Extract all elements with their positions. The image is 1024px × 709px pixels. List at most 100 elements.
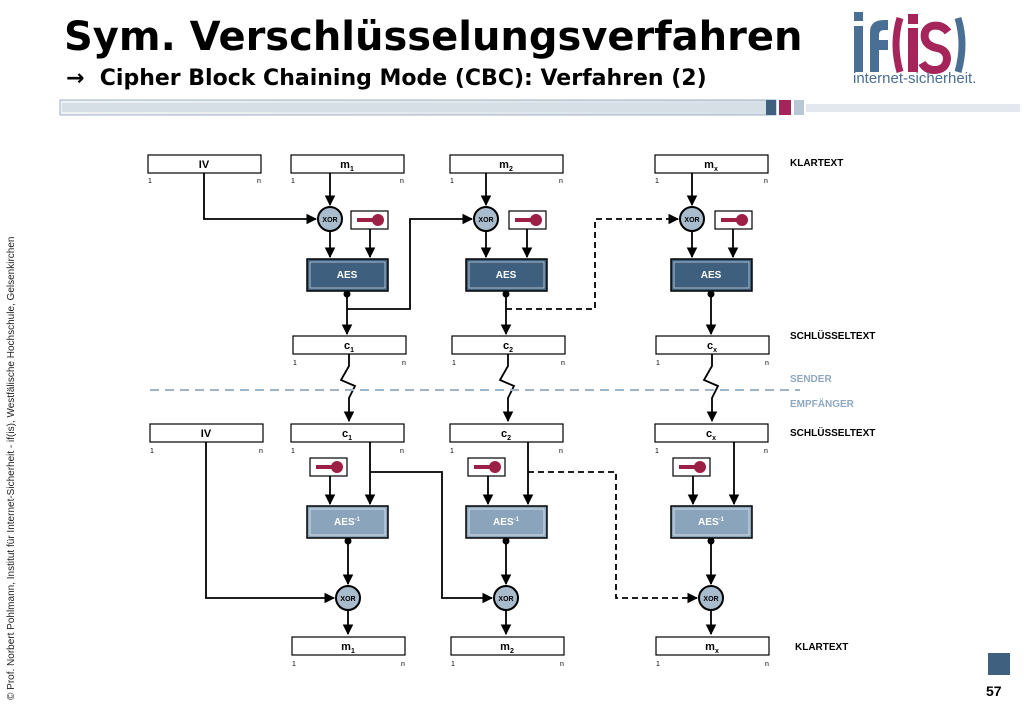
sender-plaintext-box-2: m2 1 n bbox=[449, 154, 564, 185]
svg-text:XOR: XOR bbox=[322, 217, 337, 224]
svg-text:XOR: XOR bbox=[703, 596, 718, 603]
svg-text:XOR: XOR bbox=[340, 596, 355, 603]
svg-text:1: 1 bbox=[450, 448, 454, 455]
key-icon bbox=[672, 457, 711, 477]
sender-iv-label: IV bbox=[199, 159, 210, 171]
page-subtitle-text: Cipher Block Chaining Mode (CBC): Verfah… bbox=[99, 66, 707, 91]
receiver-plaintext-box-1: m1 1 n bbox=[291, 636, 406, 668]
svg-text:1: 1 bbox=[150, 448, 154, 455]
svg-text:n: n bbox=[559, 448, 563, 455]
svg-text:1: 1 bbox=[655, 448, 659, 455]
sender-aes-2: AES bbox=[465, 258, 548, 292]
receiver-aes-inv-2: AES-1 bbox=[465, 505, 548, 539]
receiver-connectors bbox=[205, 442, 740, 636]
svg-text:1: 1 bbox=[293, 360, 297, 367]
svg-text:AES: AES bbox=[496, 270, 517, 281]
arrow-right-icon: → bbox=[66, 66, 85, 91]
sender-aes-x: AES bbox=[670, 258, 753, 292]
svg-text:1: 1 bbox=[655, 178, 659, 185]
label-klartext-bottom: KLARTEXT bbox=[795, 642, 848, 653]
sender-xor-2: XOR bbox=[473, 206, 499, 232]
svg-text:cx: cx bbox=[706, 428, 716, 442]
junction-dots bbox=[344, 537, 715, 545]
svg-text:n: n bbox=[765, 661, 769, 668]
header-bar bbox=[59, 99, 1020, 116]
corner-decoration bbox=[988, 653, 1010, 675]
svg-text:cx: cx bbox=[707, 340, 717, 354]
svg-text:n: n bbox=[401, 661, 405, 668]
svg-text:1: 1 bbox=[450, 178, 454, 185]
receiver-xor-1: XOR bbox=[335, 585, 361, 611]
svg-text:n: n bbox=[765, 360, 769, 367]
svg-text:AES-1: AES-1 bbox=[698, 517, 725, 528]
receiver-aes-inv-x: AES-1 bbox=[670, 505, 753, 539]
svg-text:1: 1 bbox=[291, 448, 295, 455]
svg-text:n: n bbox=[764, 178, 768, 185]
svg-text:IV: IV bbox=[201, 428, 212, 440]
receiver-plaintext-box-2: m2 1 n bbox=[450, 636, 565, 668]
svg-text:m1: m1 bbox=[340, 159, 354, 173]
sender-aes-1: AES bbox=[306, 258, 389, 292]
svg-text:mx: mx bbox=[705, 641, 719, 655]
label-klartext-top: KLARTEXT bbox=[790, 158, 843, 169]
junction-dots bbox=[343, 290, 715, 298]
sender-plaintext-box-x: mx 1 n bbox=[654, 154, 769, 185]
label-sender: SENDER bbox=[790, 374, 832, 385]
receiver-ciphertext-box-1: c1 1 n bbox=[290, 423, 405, 455]
key-icon bbox=[309, 457, 348, 477]
sender-xor-x: XOR bbox=[679, 206, 705, 232]
sender-plaintext-box-1: m1 1 n bbox=[290, 154, 405, 185]
svg-text:m2: m2 bbox=[500, 641, 514, 655]
svg-text:1: 1 bbox=[292, 661, 296, 668]
sender-ciphertext-box-x: cx 1 n bbox=[655, 335, 770, 367]
svg-text:n: n bbox=[402, 360, 406, 367]
svg-text:m1: m1 bbox=[341, 641, 355, 655]
svg-text:XOR: XOR bbox=[478, 217, 493, 224]
ifis-logo bbox=[854, 12, 966, 75]
svg-text:XOR: XOR bbox=[498, 596, 513, 603]
receiver-xor-x: XOR bbox=[698, 585, 724, 611]
page-number: 57 bbox=[986, 683, 1002, 699]
svg-text:AES-1: AES-1 bbox=[493, 517, 520, 528]
label-schluesseltext-top: SCHLÜSSELTEXT bbox=[790, 329, 875, 342]
svg-text:n: n bbox=[400, 448, 404, 455]
receiver-plaintext-box-x: mx 1 n bbox=[655, 636, 770, 668]
label-schluesseltext-bottom: SCHLÜSSELTEXT bbox=[790, 426, 875, 439]
svg-text:n: n bbox=[559, 178, 563, 185]
range-start: 1 bbox=[148, 178, 152, 185]
logo-mark bbox=[854, 12, 966, 75]
sender-xor-1: XOR bbox=[317, 206, 343, 232]
svg-text:n: n bbox=[764, 448, 768, 455]
svg-text:AES-1: AES-1 bbox=[334, 517, 361, 528]
svg-text:n: n bbox=[560, 661, 564, 668]
svg-text:n: n bbox=[400, 178, 404, 185]
key-icon bbox=[714, 210, 753, 230]
key-icon bbox=[508, 210, 547, 230]
receiver-xor-2: XOR bbox=[493, 585, 519, 611]
sender-iv-box: IV 1 n bbox=[147, 154, 262, 185]
svg-text:1: 1 bbox=[452, 360, 456, 367]
label-empfaenger: EMPFÄNGER bbox=[790, 397, 855, 410]
receiver-ciphertext-box-2: c2 1 n bbox=[449, 423, 564, 455]
range-end: n bbox=[257, 178, 261, 185]
svg-text:AES: AES bbox=[701, 270, 722, 281]
svg-text:c1: c1 bbox=[344, 340, 354, 354]
svg-text:n: n bbox=[259, 448, 263, 455]
logo-text: internet-sicherheit. bbox=[853, 70, 977, 87]
svg-text:1: 1 bbox=[656, 360, 660, 367]
receiver-aes-inv-1: AES-1 bbox=[306, 505, 389, 539]
svg-text:1: 1 bbox=[291, 178, 295, 185]
transmission-links bbox=[339, 354, 720, 423]
key-icon bbox=[467, 457, 506, 477]
svg-text:1: 1 bbox=[656, 661, 660, 668]
svg-text:1: 1 bbox=[451, 661, 455, 668]
svg-text:c2: c2 bbox=[501, 428, 511, 442]
key-icon bbox=[350, 210, 389, 230]
sender-connectors bbox=[203, 173, 739, 336]
receiver-ciphertext-box-x: cx 1 n bbox=[654, 423, 769, 455]
svg-text:mx: mx bbox=[704, 159, 718, 173]
svg-text:c1: c1 bbox=[342, 428, 352, 442]
svg-text:XOR: XOR bbox=[684, 217, 699, 224]
page-subtitle: → Cipher Block Chaining Mode (CBC): Verf… bbox=[66, 66, 707, 91]
